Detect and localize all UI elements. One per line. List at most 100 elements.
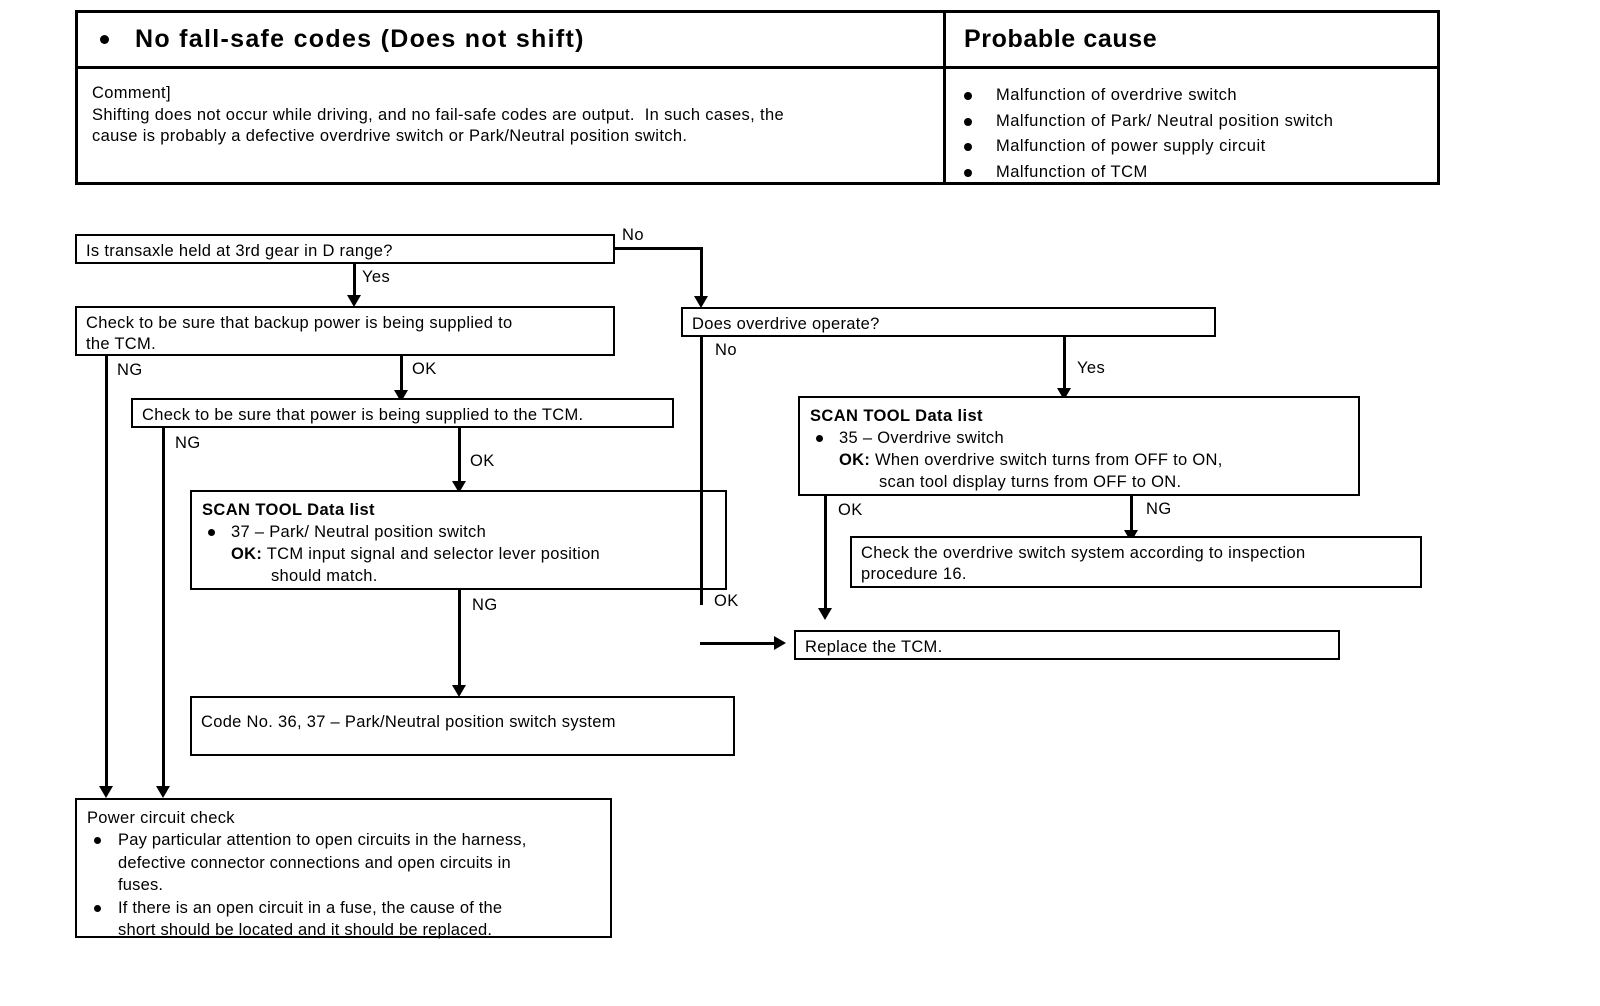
connector-ok-to-replace-horizontal: [700, 642, 778, 645]
edge-label-yes-top: Yes: [362, 268, 391, 286]
flow-node-check-overdrive-switch-system: Check the overdrive switch system accord…: [850, 536, 1422, 588]
power-circuit-b2-line-2: short should be located and it should be…: [118, 921, 493, 939]
comment-line-2: cause is probably a defective overdrive …: [92, 127, 688, 145]
flow-node-replace-tcm: Replace the TCM.: [794, 630, 1340, 660]
bullet-icon: [964, 143, 972, 151]
scan-tool-title: SCAN TOOL Data list: [810, 407, 983, 425]
connector-yes-vertical: [353, 264, 356, 300]
scan-tool-ok-line-1: OK: When overdrive switch turns from OFF…: [839, 449, 1348, 471]
connector-ok-power-vertical: [458, 428, 461, 485]
edge-label-no-top: No: [622, 226, 644, 244]
scan-tool-item-text: 35 – Overdrive switch: [839, 429, 1004, 447]
list-item: Pay particular attention to open circuit…: [87, 829, 600, 897]
edge-label-ok-backup: OK: [412, 360, 437, 378]
node-text: Replace the TCM.: [805, 638, 943, 656]
list-item: Malfunction of Park/ Neutral position sw…: [946, 111, 1437, 132]
connector-ng-scanright-vertical: [1130, 496, 1133, 534]
bullet-icon: [94, 837, 101, 844]
edge-label-ng-power: NG: [175, 434, 201, 452]
cause-text: Malfunction of Park/ Neutral position sw…: [996, 111, 1334, 130]
bullet-icon: [964, 92, 972, 100]
edge-label-ng-scanleft: NG: [472, 596, 498, 614]
scan-tool-item-text: 37 – Park/ Neutral position switch: [231, 523, 487, 541]
arrowhead-down-icon: [694, 296, 708, 308]
table-horizontal-divider: [78, 66, 1437, 69]
flow-node-scan-tool-park-neutral: SCAN TOOL Data list 37 – Park/ Neutral p…: [190, 490, 727, 590]
symptom-probable-cause-table: No fall-safe codes (Does not shift) Prob…: [75, 10, 1440, 185]
symptom-header-text: No fall-safe codes (Does not shift): [135, 25, 585, 53]
comment-cell: Comment] Shifting does not occur while d…: [78, 69, 943, 182]
power-circuit-title: Power circuit check: [87, 809, 235, 827]
ok-label: OK:: [839, 451, 871, 469]
edge-label-ok-to-replace: OK: [714, 592, 739, 610]
arrowhead-down-icon: [452, 685, 466, 697]
connector-ok-scanright-vertical: [824, 496, 827, 611]
flow-node-question-transaxle-3rd-gear: Is transaxle held at 3rd gear in D range…: [75, 234, 615, 264]
comment-label: Comment]: [92, 84, 171, 102]
list-item: If there is an open circuit in a fuse, t…: [87, 897, 600, 942]
bullet-icon: [94, 904, 101, 912]
power-circuit-b1: Pay particular attention to open circuit…: [118, 829, 527, 897]
power-circuit-b1-line-3: fuses.: [118, 876, 164, 894]
ok-label: OK:: [231, 545, 263, 563]
arrowhead-down-icon: [99, 786, 113, 798]
symptom-header-cell: No fall-safe codes (Does not shift): [78, 13, 943, 66]
scan-tool-item: 35 – Overdrive switch: [810, 427, 1348, 449]
scan-tool-title: SCAN TOOL Data list: [202, 501, 375, 519]
cause-text: Malfunction of overdrive switch: [996, 86, 1238, 104]
power-circuit-b2: If there is an open circuit in a fuse, t…: [118, 897, 502, 942]
arrowhead-down-icon: [156, 786, 170, 798]
arrowhead-down-icon: [818, 608, 832, 620]
scan-tool-ok-line-2: scan tool display turns from OFF to ON.: [879, 473, 1182, 491]
edge-label-yes-q2: Yes: [1077, 359, 1106, 377]
ok-text-1: TCM input signal and selector lever posi…: [266, 545, 601, 563]
list-item: Malfunction of TCM: [946, 162, 1437, 183]
list-item: Malfunction of overdrive switch: [946, 85, 1437, 106]
flow-node-check-power-to-tcm: Check to be sure that power is being sup…: [131, 398, 674, 428]
node-text: Code No. 36, 37 – Park/Neutral position …: [201, 713, 616, 731]
node-text: Is transaxle held at 3rd gear in D range…: [86, 242, 393, 260]
connector-no-q2-vertical: [700, 337, 703, 605]
edge-label-ng-scanright: NG: [1146, 500, 1172, 518]
node-text: Does overdrive operate?: [692, 315, 880, 333]
bullet-icon: [100, 35, 109, 44]
arrowhead-down-icon: [347, 295, 361, 307]
node-text-line-2: the TCM.: [86, 335, 156, 353]
connector-no-vertical: [700, 247, 703, 301]
probable-cause-header-cell: Probable cause: [946, 13, 1437, 66]
node-text-line-1: Check to be sure that backup power is be…: [86, 314, 513, 332]
edge-label-ng-backup: NG: [117, 361, 143, 379]
connector-ng-scanleft-vertical: [458, 590, 461, 690]
comment-line-1: Shifting does not occur while driving, a…: [92, 105, 785, 124]
list-item: Malfunction of power supply circuit: [946, 136, 1437, 157]
node-text-line-1: Check the overdrive switch system accord…: [861, 544, 1306, 562]
probable-cause-header-text: Probable cause: [964, 25, 1158, 53]
scan-tool-ok-line-2: should match.: [271, 567, 378, 585]
table-vertical-divider: [943, 13, 946, 182]
node-text-line-2: procedure 16.: [861, 565, 967, 583]
flow-node-scan-tool-overdrive-switch: SCAN TOOL Data list 35 – Overdrive switc…: [798, 396, 1360, 496]
power-circuit-b2-line-1: If there is an open circuit in a fuse, t…: [118, 898, 503, 917]
bullet-icon: [816, 435, 823, 442]
connector-no-horizontal: [613, 247, 703, 250]
connector-ng-power-vertical: [162, 428, 165, 793]
connector-ok-backup-vertical: [400, 356, 403, 394]
edge-label-no-q2: No: [715, 341, 737, 359]
flow-node-power-circuit-check: Power circuit check Pay particular atten…: [75, 798, 612, 939]
connector-ng-backup-vertical: [105, 356, 108, 793]
flow-node-code-no-36-37: Code No. 36, 37 – Park/Neutral position …: [190, 696, 735, 756]
power-circuit-b1-line-1: Pay particular attention to open circuit…: [118, 831, 527, 849]
power-circuit-b1-line-2: defective connector connections and open…: [118, 853, 511, 872]
arrowhead-right-icon: [774, 636, 786, 650]
cause-text: Malfunction of TCM: [996, 162, 1148, 181]
bullet-icon: [208, 529, 215, 536]
edge-label-ok-power: OK: [470, 452, 495, 470]
scan-tool-ok-line-1: OK: TCM input signal and selector lever …: [231, 543, 715, 565]
probable-cause-list: Malfunction of overdrive switch Malfunct…: [946, 69, 1437, 182]
flow-node-check-backup-power: Check to be sure that backup power is be…: [75, 306, 615, 356]
bullet-icon: [964, 117, 972, 126]
node-text: Check to be sure that power is being sup…: [142, 406, 584, 424]
bullet-icon: [964, 168, 972, 177]
scan-tool-item: 37 – Park/ Neutral position switch: [202, 521, 715, 543]
